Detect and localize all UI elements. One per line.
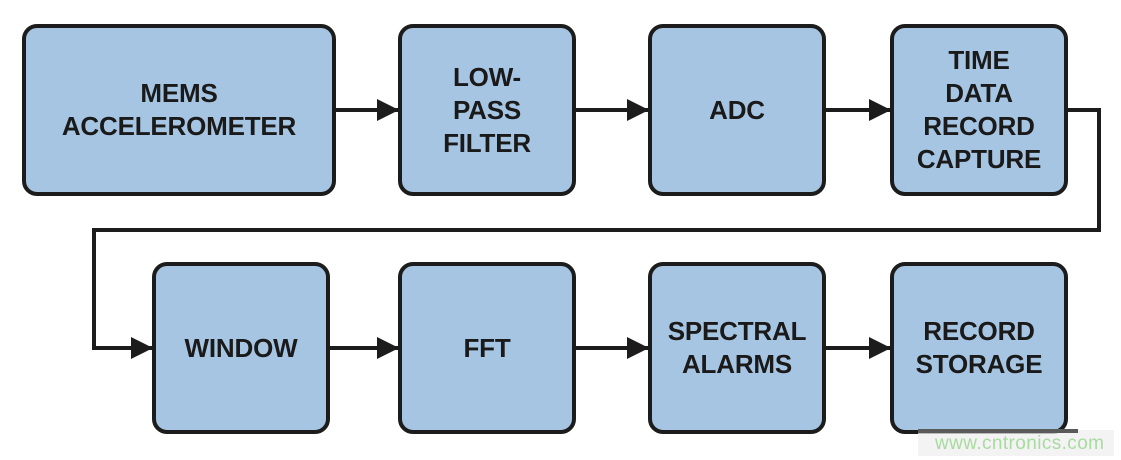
wrap-path-segment-left-vertical	[92, 228, 96, 350]
block-label: WINDOW	[184, 332, 298, 363]
watermark-backdrop	[918, 430, 1114, 456]
arrow-adc-to-time-data-record-capture	[826, 108, 890, 112]
block-fft: FFT	[398, 262, 576, 434]
wrap-path-segment-right-vertical	[1097, 108, 1101, 232]
block-label: LOW- PASS FILTER	[443, 61, 531, 158]
block-time-data-record-capture: TIME DATA RECORD CAPTURE	[890, 24, 1068, 196]
watermark-bar	[918, 429, 1078, 433]
block-low-pass-filter: LOW- PASS FILTER	[398, 24, 576, 196]
block-label: ADC	[709, 94, 765, 125]
block-label: SPECTRAL ALARMS	[667, 316, 807, 379]
watermark-text: www.cntronics.com	[935, 433, 1105, 454]
arrow-wrap-path-to-window	[92, 346, 152, 350]
block-spectral-alarms: SPECTRAL ALARMS	[648, 262, 826, 434]
arrow-spectral-alarms-to-record-storage	[826, 346, 890, 350]
wrap-path-segment-middle-horizontal	[92, 228, 1101, 232]
block-label: TIME DATA RECORD CAPTURE	[916, 45, 1042, 174]
arrow-window-to-fft	[330, 346, 398, 350]
wrap-path-segment-top-right	[1068, 108, 1101, 112]
block-adc: ADC	[648, 24, 826, 196]
block-label: MEMS ACCELEROMETER	[61, 78, 297, 141]
arrow-fft-to-spectral-alarms	[576, 346, 648, 350]
block-window: WINDOW	[152, 262, 330, 434]
block-label: RECORD STORAGE	[915, 316, 1043, 379]
block-mems-accelerometer: MEMS ACCELEROMETER	[22, 24, 336, 196]
block-record-storage: RECORD STORAGE	[890, 262, 1068, 434]
block-label: FFT	[463, 332, 511, 363]
arrow-low-pass-filter-to-adc	[576, 108, 648, 112]
arrow-mems-to-low-pass-filter	[336, 108, 398, 112]
